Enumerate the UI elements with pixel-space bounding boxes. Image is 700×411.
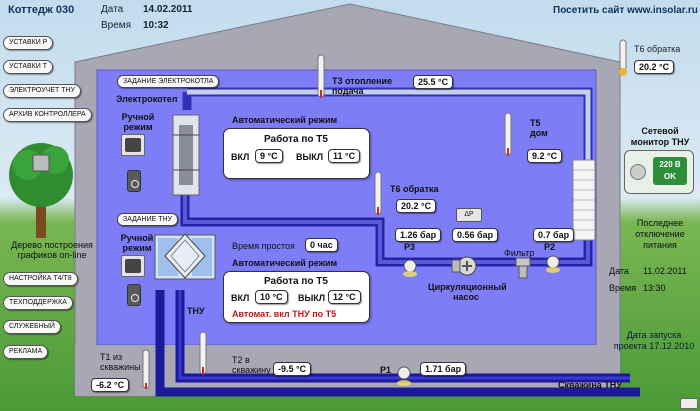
- outage-time-label: Время: [609, 283, 637, 293]
- p3-label: Р3: [404, 242, 416, 252]
- ads-button[interactable]: РЕКЛАМА: [3, 345, 49, 359]
- heatpump-manual-toggle[interactable]: [121, 255, 145, 277]
- boiler-manual-label: Ручной режим: [121, 112, 155, 132]
- p1-label: Р1: [380, 365, 392, 375]
- ustavki-r-button[interactable]: УСТАВКИ Р: [3, 36, 54, 50]
- t2-value: -9.5 °C: [273, 362, 312, 376]
- monitor-voltage: 220 В: [659, 160, 681, 169]
- idle-value: 0 час: [305, 238, 338, 252]
- t1-label: Т1 из скважины: [100, 352, 141, 372]
- t6-top-value: 20.2 °C: [634, 60, 675, 74]
- t6-top-thermometer-icon: [619, 39, 627, 76]
- t6-value: 20.2 °C: [396, 199, 437, 213]
- site-link[interactable]: Посетить сайт www.insolar.ru: [553, 5, 698, 16]
- filter-icon: [515, 257, 531, 279]
- tree-label[interactable]: Дерево построения графиков on-line: [11, 240, 93, 260]
- heatpump-manual-label: Ручной режим: [120, 233, 154, 253]
- t5-label: Т5 дом: [530, 118, 548, 138]
- dp-sensor-icon: ΔP: [456, 208, 482, 222]
- boiler-title: Электрокотел: [116, 94, 178, 104]
- time-label: Время: [101, 20, 132, 31]
- well-pipe-in: [155, 290, 640, 397]
- t5-value: 9.2 °C: [527, 149, 563, 163]
- launch-label: Дата запуска проекта 17.12.2010: [613, 330, 695, 351]
- monitor-status: OK: [664, 172, 676, 181]
- boiler-off-label: ВЫКЛ: [296, 152, 324, 162]
- t1-thermometer-icon: [142, 349, 150, 389]
- t6-top-label: Т6 обратка: [634, 44, 681, 54]
- heat-pump-exchanger-icon: [164, 233, 206, 279]
- t2-label: Т2 в скважину: [232, 355, 271, 375]
- t1-value: -6.2 °C: [91, 378, 130, 392]
- service-button[interactable]: СЛУЖЕБНЫЙ: [3, 320, 61, 334]
- support-button[interactable]: ТЕХПОДДЕРЖКА: [3, 296, 73, 310]
- idle-label: Время простоя: [232, 241, 295, 251]
- archive-button[interactable]: АРХИВ КОНТРОЛЛЕРА: [3, 108, 92, 122]
- heatpump-auto-note: Автомат. вкл ТНУ по Т5: [232, 309, 337, 319]
- p2-gauge-icon: [546, 255, 560, 273]
- p2-value: 0.7 бар: [533, 228, 575, 242]
- p1-value: 1.71 бар: [420, 362, 467, 376]
- outage-title: Последнее отключение питания: [635, 218, 685, 250]
- boiler-off-value[interactable]: 11 °C: [328, 149, 361, 163]
- plug-icon: [630, 164, 646, 180]
- boiler-on-value[interactable]: 9 °C: [255, 149, 283, 163]
- heatpump-power-switch[interactable]: [127, 284, 141, 306]
- p2-label: Р2: [544, 242, 556, 252]
- wrench-icon[interactable]: [680, 398, 698, 409]
- t6-label: Т6 обратка: [390, 184, 439, 194]
- heatpump-off-label: ВЫКЛ: [298, 293, 326, 303]
- outage-date: 11.02.2011: [643, 266, 687, 276]
- circulation-pump-icon: [451, 256, 477, 276]
- heatpump-work-by: Работа по Т5: [264, 276, 328, 287]
- heatpump-auto-panel: Работа по Т5 ВКЛ 10 °C ВЫКЛ 12 °C Автома…: [223, 271, 370, 323]
- t3-thermometer-icon: [317, 54, 325, 98]
- pump-label: Циркуляционный насос: [428, 282, 507, 302]
- t5-thermometer-icon: [504, 112, 512, 156]
- heatpump-on-label: ВКЛ: [231, 293, 250, 303]
- boiler-manual-toggle[interactable]: [121, 134, 145, 156]
- return-pipe-inner: [183, 195, 590, 264]
- boiler-on-label: ВКЛ: [231, 152, 250, 162]
- t3-label: Т3 отопление подача: [332, 76, 393, 96]
- well-label: Скважина ТНУ: [558, 380, 622, 390]
- monitor-display: 220 В OK: [653, 157, 687, 185]
- outage-time: 13:30: [643, 283, 666, 293]
- chart-tree-icon[interactable]: [32, 154, 50, 172]
- t2-thermometer-icon: [199, 331, 207, 375]
- ustavki-t-button[interactable]: УСТАВКИ Т: [3, 60, 53, 74]
- boiler-work-by: Работа по Т5: [264, 134, 328, 145]
- date-value: 14.02.2011: [143, 4, 193, 15]
- cottage-title: Коттедж 030: [8, 4, 75, 16]
- p1-gauge-icon: [397, 366, 411, 386]
- heatpump-off-value[interactable]: 12 °C: [328, 290, 361, 304]
- heatpump-on-value[interactable]: 10 °C: [255, 290, 288, 304]
- well-pipe-out-inner: [178, 290, 630, 380]
- boiler-auto-mode: Автоматический режим: [232, 115, 338, 125]
- monitor-title: Сетевой монитор ТНУ: [630, 126, 690, 147]
- electro-meter-button[interactable]: ЭЛЕКТРОУЧЕТ ТНУ: [3, 84, 82, 98]
- boiler-task-button[interactable]: ЗАДАНИЕ ЭЛЕКТРОКОТЛА: [117, 75, 220, 88]
- heatpump-name: ТНУ: [187, 306, 205, 316]
- network-monitor[interactable]: 220 В OK: [624, 150, 694, 194]
- outage-date-label: Дата: [609, 266, 629, 276]
- time-value: 10:32: [143, 20, 169, 31]
- filter-label: Фильтр: [504, 248, 535, 258]
- p3-gauge-icon: [403, 259, 417, 277]
- settings-button[interactable]: НАСТРОЙКА Т4/Т8: [3, 272, 78, 286]
- tree-icon: [9, 143, 73, 238]
- heatpump-auto-mode: Автоматический режим: [232, 258, 338, 268]
- date-label: Дата: [101, 4, 124, 15]
- t3-value: 25.5 °C: [413, 75, 454, 89]
- boiler-power-switch[interactable]: [127, 170, 141, 192]
- heatpump-task-button[interactable]: ЗАДАНИЕ ТНУ: [117, 213, 179, 226]
- p3-value: 1.26 бар: [395, 228, 442, 242]
- t6-thermometer-icon: [374, 171, 382, 215]
- dp-value: 0.56 бар: [452, 228, 499, 242]
- boiler-auto-panel: Работа по Т5 ВКЛ 9 °C ВЫКЛ 11 °C: [223, 128, 370, 179]
- electric-boiler-core: [179, 125, 193, 185]
